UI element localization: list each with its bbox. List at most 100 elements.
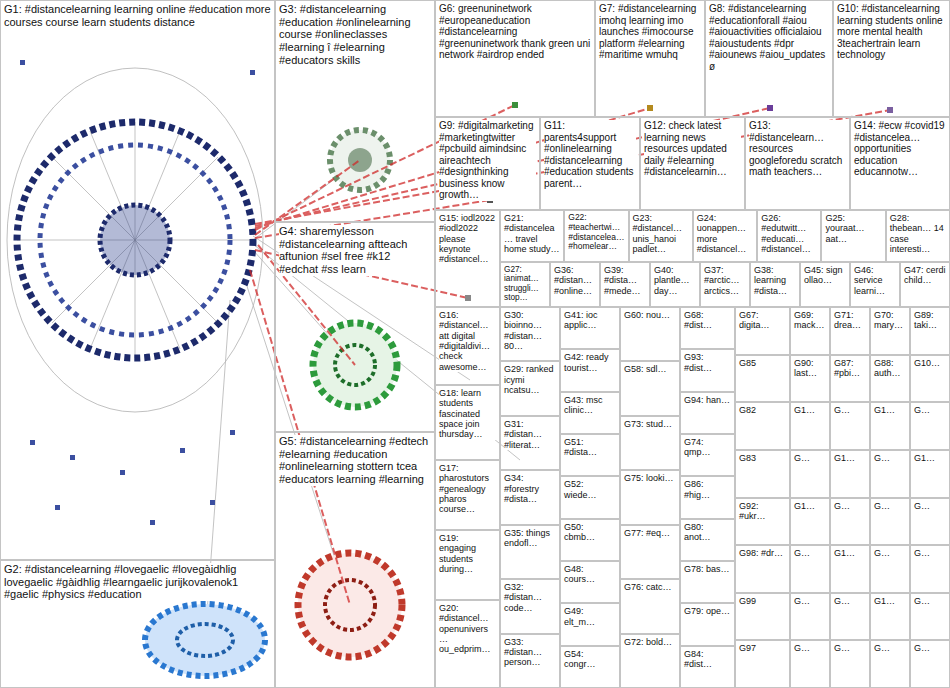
group-box: G46: service learni…: [850, 262, 900, 307]
group-box: G10: #distancelearning learning students…: [833, 0, 950, 117]
group-label: G48: cours…: [564, 564, 616, 585]
group-label: G10: #distancelearning learning students…: [837, 3, 946, 61]
group-label: G…: [834, 596, 866, 606]
group-label: G45: sign ollao…: [804, 265, 846, 286]
group-label: G83: [739, 453, 786, 463]
group-label: G…: [874, 501, 906, 511]
group-label: G…: [794, 596, 826, 606]
group-box: G22: #teachertwi… #distancelea… #homelea…: [564, 210, 628, 262]
group-label: G80: anot…: [684, 522, 731, 543]
group-box: G…: [830, 498, 870, 546]
group-label: G1…: [834, 548, 866, 558]
group-label: G18: learn students fascinated space joi…: [439, 388, 496, 440]
group-label: G73: stud…: [624, 419, 676, 429]
group-label: G79: ope…: [684, 606, 731, 616]
group-box: G51: #dista…: [560, 434, 620, 476]
group-box: G1…: [910, 450, 950, 498]
group-box: G…: [870, 640, 910, 688]
group-label: G11: parents4support #onlinelearning #di…: [544, 120, 636, 189]
group-box: G52: wiede…: [560, 476, 620, 518]
group-label: G3: #distancelearning #education #online…: [279, 3, 431, 66]
group-box: G…: [830, 402, 870, 450]
group-label: G…: [874, 643, 906, 653]
group-label: G6: greenuninetwork #europeaneducation #…: [439, 3, 591, 61]
group-box: G34: #forestry #dista…: [500, 470, 560, 524]
group-label: G43: msc clinic…: [564, 395, 616, 416]
group-label: G39: #dista… #mede…: [604, 265, 646, 296]
group-box: G25: youraat… aat…: [821, 210, 885, 262]
group-box: G…: [790, 593, 830, 641]
group-box: G70: mary…: [870, 307, 910, 355]
vertex-scatter: [20, 60, 255, 525]
group-box: G27: ianimat… struggli… stop…: [500, 262, 550, 307]
vertex-cluster: [298, 553, 402, 657]
group-label: G12: check latest learning news resource…: [644, 120, 741, 178]
group-label: G76: catc…: [624, 582, 676, 592]
group-box: G…: [830, 640, 870, 688]
group-box: G20: #distancel… openunivers… ou_edprim…: [435, 600, 500, 688]
group-box: G…: [870, 545, 910, 593]
vertex-cluster: [330, 130, 390, 190]
vertex-core: [100, 205, 170, 275]
group-label: G93: #dist…: [684, 352, 731, 373]
group-box: G26: #edutwitt… #educati… #distancel…: [757, 210, 821, 262]
group-box: G71: drea…: [830, 307, 870, 355]
group-label: G7: #distancelearning imohq learning imo…: [599, 3, 701, 61]
group-box: G…: [870, 498, 910, 546]
group-box: G21: #distancelea… travel home study…: [500, 210, 564, 262]
group-box: G74: qmp…: [680, 434, 735, 476]
group-box: G18: learn students fascinated space joi…: [435, 385, 500, 460]
group-box: G…: [910, 402, 950, 450]
group-label: G35: things endofl…: [504, 528, 556, 549]
group-box: G…: [790, 640, 830, 688]
group-box: G9: #digitalmarketing #marketingtwitter …: [435, 117, 540, 210]
group-box: G86: #hig…: [680, 476, 735, 518]
group-label: G97: [739, 643, 786, 653]
group-label: G77: #eq…: [624, 528, 676, 538]
group-label: G1…: [794, 405, 826, 415]
group-label: G9: #digitalmarketing #marketingtwitter …: [439, 120, 536, 201]
group-label: G…: [914, 643, 946, 653]
group-box: G76: catc…: [620, 579, 680, 633]
group-label: G17: pharostutors #genealogy pharos cour…: [439, 463, 496, 515]
group-label: G19: engaging students during…: [439, 533, 496, 574]
group-box: G42: ready tourist…: [560, 349, 620, 391]
group-box: G50: cbmb…: [560, 519, 620, 561]
group-box: G43: msc clinic…: [560, 392, 620, 434]
group-label: G2: #distancelearning #lovegaelic #loveg…: [4, 563, 271, 601]
group-box: G83: [735, 450, 790, 498]
group-box: G29: ranked icymi ncatsu…: [500, 361, 560, 415]
group-box: G…: [910, 640, 950, 688]
group-box: G90: last…: [790, 355, 830, 403]
group-box: G32: #distan… code…: [500, 579, 560, 633]
group-label: G58: sdl…: [624, 364, 676, 374]
group-box: G99: [735, 593, 790, 641]
group-label: G…: [914, 405, 946, 415]
group-label: G32: #distan… code…: [504, 582, 556, 613]
group-label: G…: [834, 501, 866, 511]
group-box: G88: auth…: [870, 355, 910, 403]
group-label: G99: [739, 596, 786, 606]
group-label: G24: uonappen… more #distancel…: [697, 213, 753, 254]
group-label: G92: #ukr…: [739, 501, 786, 522]
vertex-ring: [100, 205, 170, 275]
group-box: G1…: [870, 402, 910, 450]
group-label: G1…: [914, 453, 946, 463]
group-box: G6: greenuninetwork #europeaneducation #…: [435, 0, 595, 117]
group-label: G…: [794, 548, 826, 558]
group-box: G36: #distan… #online…: [550, 262, 600, 307]
group-label: G36: #distan… #online…: [554, 265, 596, 296]
group-label: G25: youraat… aat…: [825, 213, 881, 244]
group-box: G68: #dist…: [680, 307, 735, 349]
group-label: G87: #pbi…: [834, 358, 866, 379]
vertex-core: [348, 148, 372, 172]
group-box: G17: pharostutors #genealogy pharos cour…: [435, 460, 500, 530]
group-label: G1…: [874, 405, 906, 415]
group-label: G…: [914, 501, 946, 511]
group-label: G34: #forestry #dista…: [504, 473, 556, 504]
group-box: G92: #ukr…: [735, 498, 790, 546]
group-label: G5: #distancelearning #edtech #elearning…: [279, 435, 431, 486]
group-box: G38: learning #dista…: [750, 262, 800, 307]
group-label: G47: cerdi child…: [904, 265, 946, 286]
